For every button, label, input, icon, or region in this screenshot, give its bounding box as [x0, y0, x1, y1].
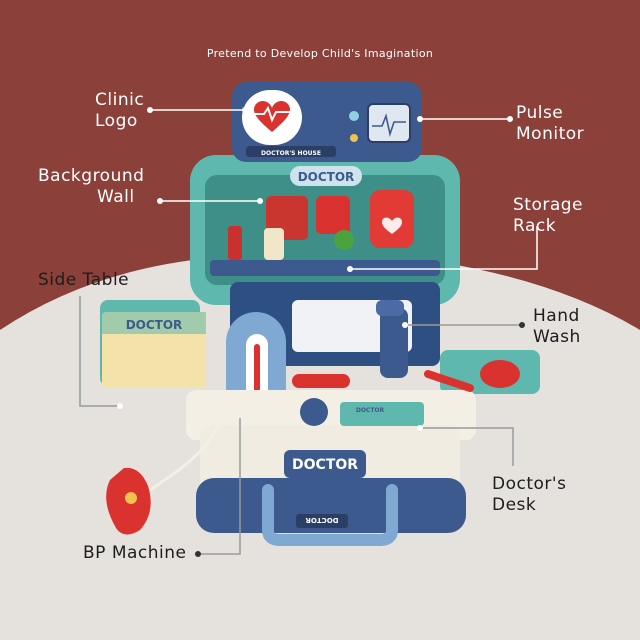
leader-dots [117, 107, 525, 557]
hot-water-bottle [370, 190, 414, 248]
dot [417, 116, 423, 122]
heart-icon [253, 101, 291, 132]
hand-wash-tap [380, 308, 408, 378]
handle-plate [296, 514, 348, 528]
carry-handle [262, 484, 398, 546]
label-bp-machine: BP Machine [83, 543, 187, 563]
monitor-knob [349, 111, 359, 121]
headline: Pretend to Develop Child's Imagination [206, 47, 434, 60]
heartbeat-line-icon [254, 105, 290, 123]
house-plate [246, 146, 336, 157]
dot [347, 266, 353, 272]
syringe [424, 370, 474, 392]
house-plate-text: DOCTOR'S HOUSE [261, 150, 321, 157]
dot [402, 322, 408, 328]
pump-valve [125, 492, 137, 504]
label-doctors-desk: Doctor's Desk [492, 474, 567, 515]
label-background-wall: Background Wall [38, 166, 145, 207]
label-pulse-monitor: Pulse Monitor [516, 103, 585, 144]
tray-text: DOCTOR [356, 407, 385, 414]
dot [195, 551, 201, 557]
dot [417, 425, 423, 431]
reflex-hammer [480, 360, 520, 388]
dot [117, 403, 123, 409]
dot [242, 107, 248, 113]
desk-sign [284, 450, 366, 478]
wall-sign [290, 166, 362, 186]
stethoscope-bell [300, 398, 328, 426]
handle-sign-text: DOCTOR [305, 516, 339, 524]
tray [340, 402, 424, 426]
leader-lines [150, 109, 538, 270]
hot-water-heart-icon [382, 217, 402, 234]
label-storage-rack: Storage Rack [513, 195, 584, 236]
dot [257, 198, 263, 204]
lotion-bottle [264, 228, 284, 260]
doctors-desk-line [420, 427, 514, 466]
side-box-text: DOCTOR [126, 318, 183, 332]
tap-head [376, 300, 404, 316]
monitor-light [350, 134, 358, 142]
pulse-wave-icon [372, 113, 406, 137]
desk-sign-text: DOCTOR [292, 457, 358, 473]
leader-lines-dark [79, 296, 522, 555]
storage-rack-line [350, 226, 538, 270]
medicine-bottle [228, 226, 242, 260]
label-hand-wash: Hand Wash [533, 306, 581, 347]
label-clinic-logo: Clinic Logo [95, 90, 145, 131]
dot [147, 107, 153, 113]
pulse-monitor-screen [367, 103, 411, 143]
label-side-table: Side Table [38, 270, 130, 290]
dot [507, 116, 513, 122]
red-clip [292, 374, 350, 388]
doctor-box-band [102, 312, 206, 334]
dot [519, 322, 525, 328]
storage-rack-shelf [210, 260, 440, 276]
bp-tube [149, 417, 224, 492]
side-table-line [79, 296, 120, 407]
dot [157, 198, 163, 204]
bp-machine-line [198, 418, 241, 555]
top-sign-text: DOCTOR [298, 170, 355, 184]
green-bulb [334, 230, 354, 250]
first-aid-case [316, 196, 350, 234]
